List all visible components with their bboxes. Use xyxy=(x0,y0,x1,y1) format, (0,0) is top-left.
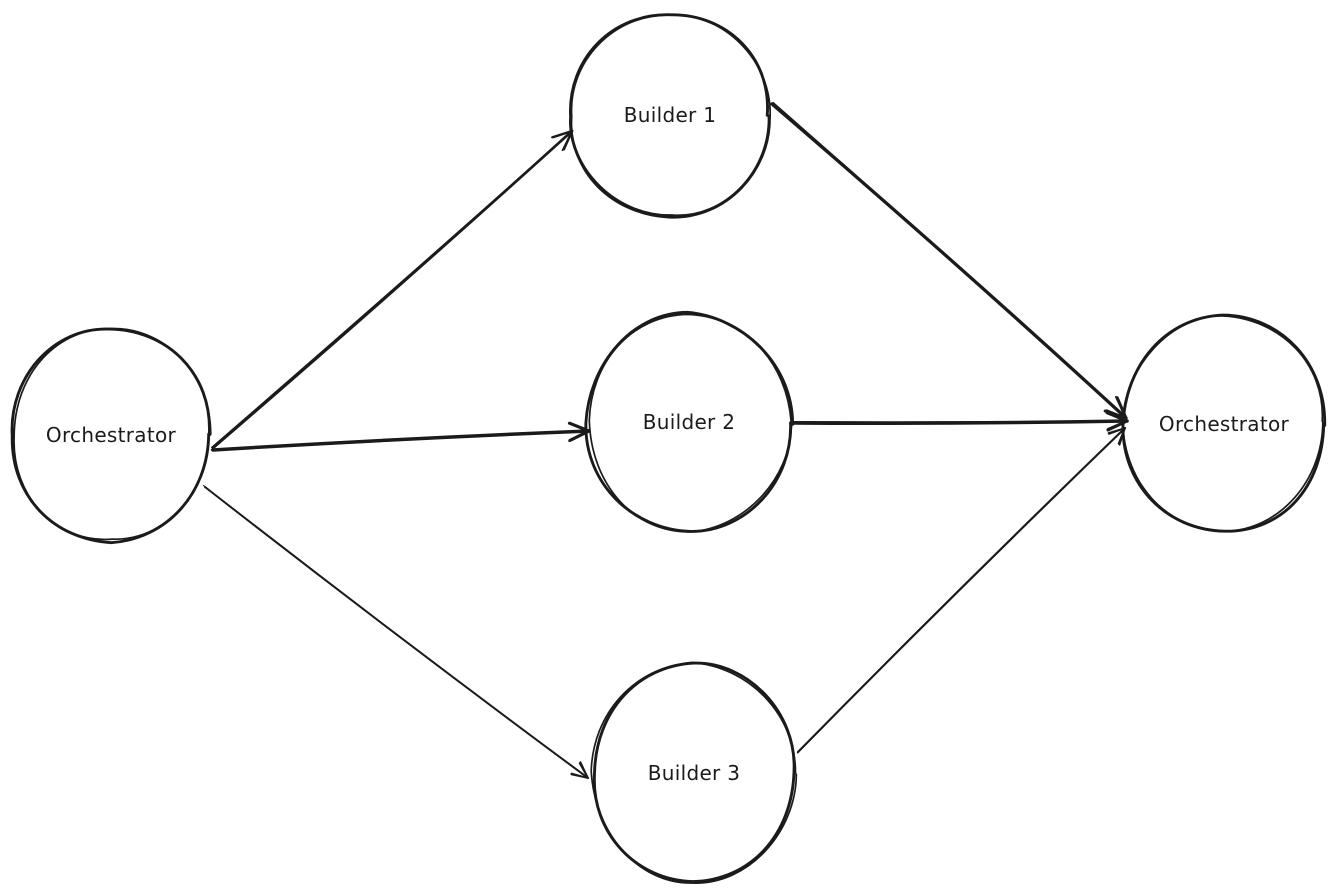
edge-builder-1-to-orchestrator xyxy=(770,101,1128,420)
edge-builder-2-to-orchestrator xyxy=(789,411,1129,432)
edge-builder-3-to-orchestrator xyxy=(796,426,1127,754)
edge-arrowhead-builder-3-to-orchestrator xyxy=(1107,427,1126,446)
node-outline-sketch-builder-1 xyxy=(570,14,771,219)
node-label-orchestrator-left: Orchestrator xyxy=(45,423,177,447)
edge-arrowhead-orchestrator-left-to-builder-1 xyxy=(551,130,573,152)
edge-line-builder-1-to-orchestrator xyxy=(772,101,1127,419)
edge-arrowhead-builder-2-to-orchestrator xyxy=(1105,412,1129,430)
node-builder-3 xyxy=(590,661,798,884)
node-label-orchestrator-right: Orchestrator xyxy=(1158,412,1290,436)
node-label-builder-1: Builder 1 xyxy=(623,103,717,127)
edge-orchestrator-left-to-builder-3 xyxy=(203,485,590,779)
node-label-builder-2: Builder 2 xyxy=(642,410,736,434)
node-outline-sketch-builder-3 xyxy=(590,661,798,884)
edge-line-builder-2-to-orchestrator xyxy=(791,420,1129,424)
node-builder-1 xyxy=(569,13,771,219)
edge-arrowhead-orchestrator-left-to-builder-2 xyxy=(568,422,591,443)
edge-line-orchestrator-left-to-builder-3 xyxy=(203,485,590,779)
node-outline-sketch-orchestrator-left xyxy=(13,327,212,541)
edge-line-builder-3-to-orchestrator xyxy=(796,427,1126,754)
edge-line-orchestrator-left-to-builder-1 xyxy=(211,129,574,449)
edge-line-orchestrator-left-to-builder-3 xyxy=(204,486,589,779)
node-outline-builder-3 xyxy=(593,661,796,884)
edge-arrowhead-builder-1-to-orchestrator xyxy=(1105,395,1127,419)
edge-arrowhead-orchestrator-left-to-builder-3 xyxy=(570,761,589,779)
edge-line-orchestrator-left-to-builder-2 xyxy=(210,429,590,451)
edge-orchestrator-left-to-builder-1 xyxy=(211,129,574,450)
node-outline-sketch-builder-2 xyxy=(588,313,793,533)
node-orchestrator-left xyxy=(10,327,212,545)
node-label-builder-3: Builder 3 xyxy=(647,761,741,785)
node-builder-2 xyxy=(584,310,795,533)
edge-orchestrator-left-to-builder-2 xyxy=(210,421,591,452)
